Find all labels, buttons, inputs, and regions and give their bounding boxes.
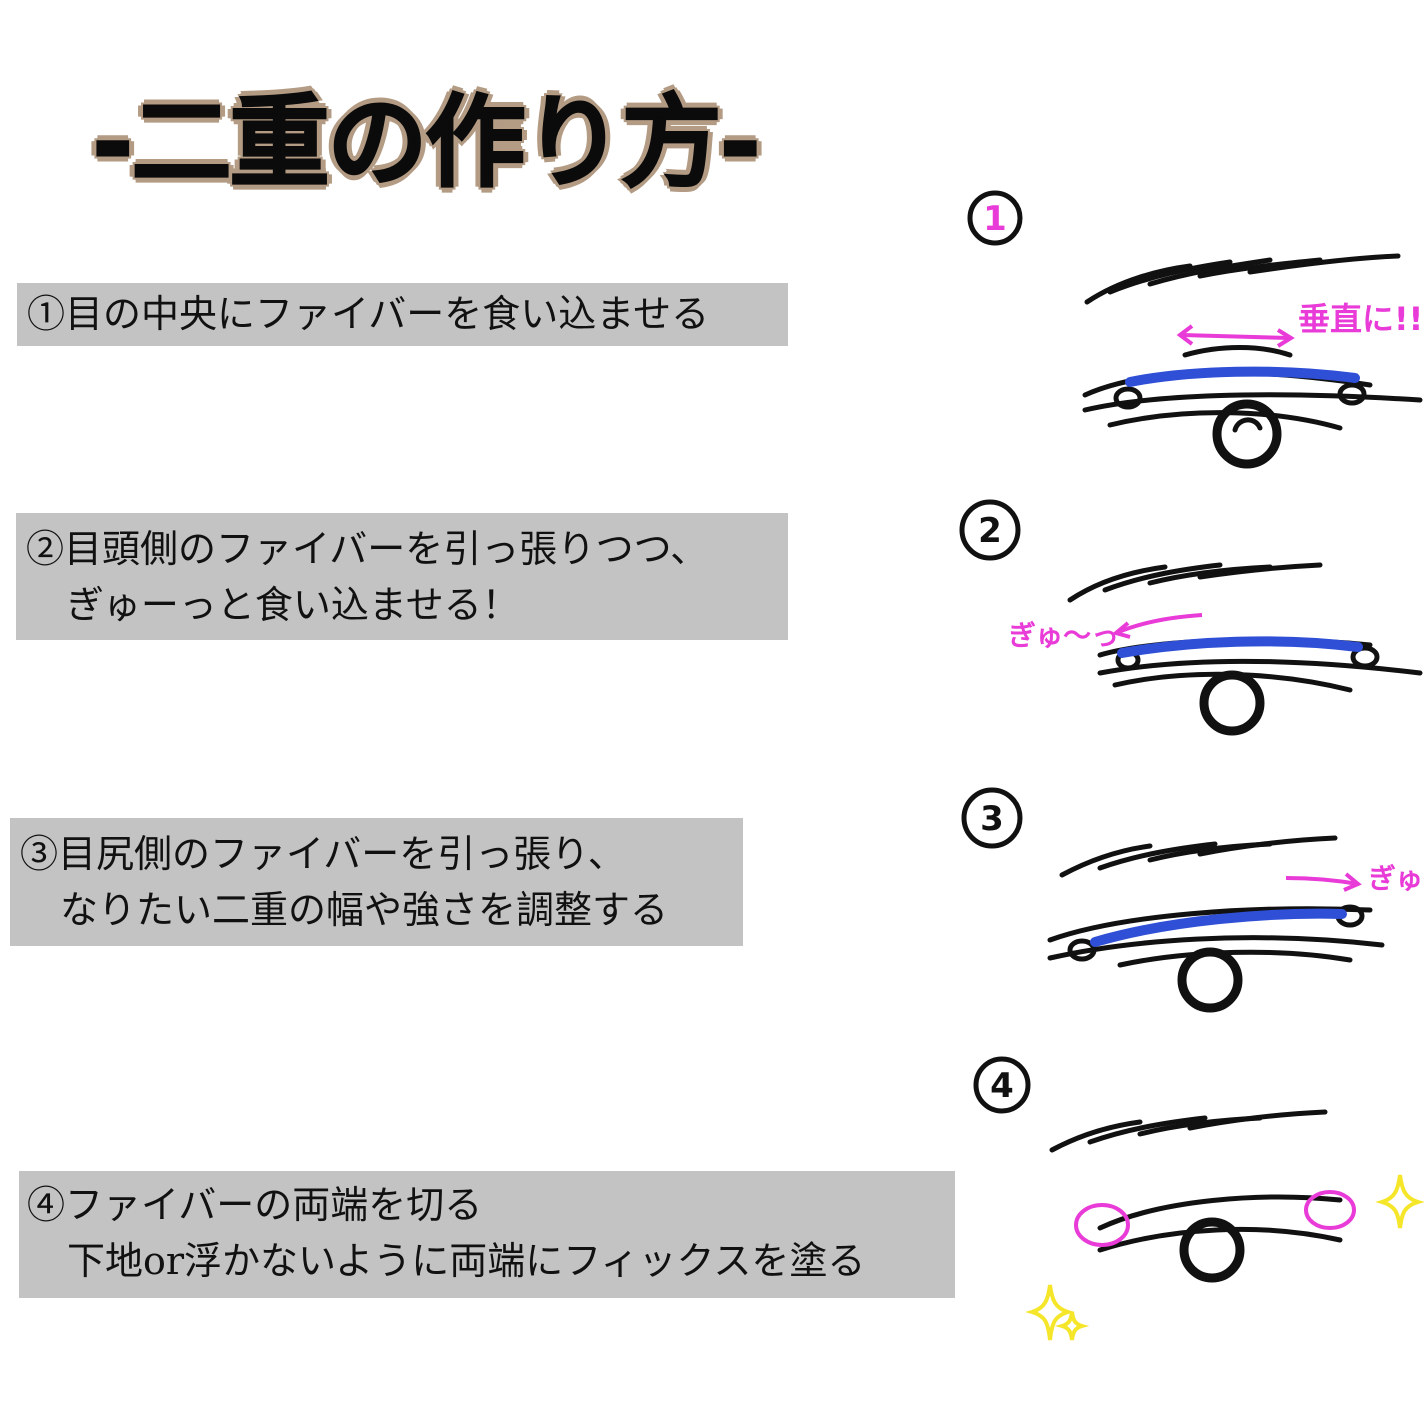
step-3-text-line1: ③目尻側のファイバーを引っ張り、 <box>20 832 626 876</box>
step-4-text-line1: ④ファイバーの両端を切る <box>27 1183 483 1227</box>
step-1-annotation: 垂直に!! <box>1298 300 1423 338</box>
page-title: -二重の作り方- <box>91 83 762 202</box>
step-1-panel: ①目の中央にファイバーを食い込ませる <box>17 283 788 346</box>
step-3-panel: ③目尻側のファイバーを引っ張り、 なりたい二重の幅や強さを調整する <box>10 818 743 946</box>
step-1-text: ①目の中央にファイバーを食い込ませる <box>27 292 710 336</box>
eye-illustration-4: 4 <box>973 1056 1424 1341</box>
step-4-text-line2: 下地or浮かないように両端にフィックスを塗る <box>67 1239 866 1283</box>
step-4-number: 4 <box>990 1066 1014 1106</box>
step-2-text-line1: ②目頭側のファイバーを引っ張りつつ、 <box>26 527 709 571</box>
step-1-number: 1 <box>983 199 1007 239</box>
step-2-text-line2: ぎゅーっと食い込ませる！ <box>66 583 520 627</box>
step-3-number: 3 <box>980 799 1004 839</box>
step-3-annotation: ぎゅ〜 <box>1368 862 1424 895</box>
eye-illustration-2: 2 ぎゅ〜っ <box>959 499 1423 736</box>
step-4-panel: ④ファイバーの両端を切る 下地or浮かないように両端にフィックスを塗る <box>19 1171 955 1298</box>
step-2-annotation: ぎゅ〜っ <box>1008 619 1119 652</box>
eye-illustration-3: 3 ぎゅ〜 <box>961 787 1424 1013</box>
step-2-panel: ②目頭側のファイバーを引っ張りつつ、 ぎゅーっと食い込ませる！ <box>16 513 788 640</box>
eye-illustration-1: 1 垂直に!! <box>967 190 1423 469</box>
step-3-text-line2: なりたい二重の幅や強さを調整する <box>60 888 669 932</box>
step-2-number: 2 <box>978 511 1002 551</box>
